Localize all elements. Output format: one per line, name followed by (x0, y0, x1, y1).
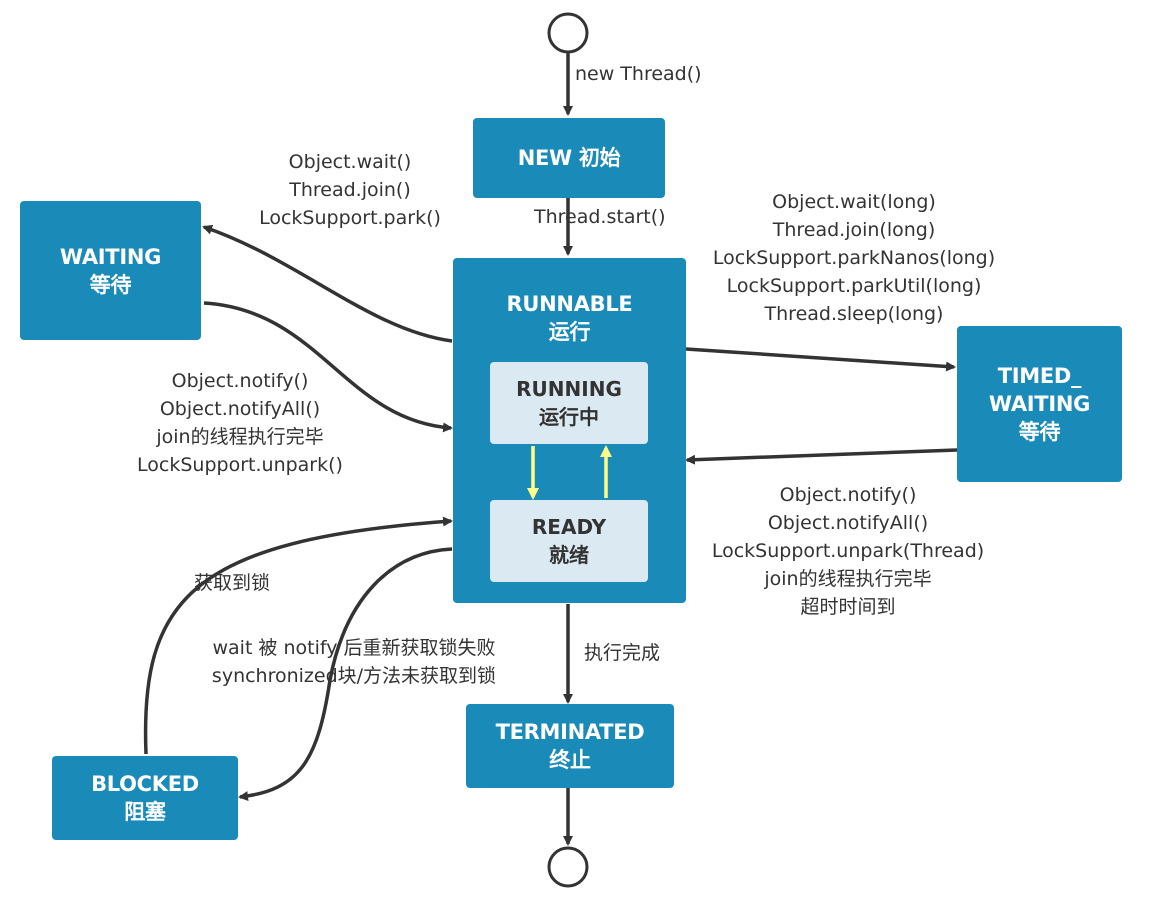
node-terminated: TERMINATED 终止 (466, 704, 674, 788)
label-from-waiting: Object.notify() Object.notifyAll() join的… (137, 370, 343, 476)
label-to-waiting: Object.wait() Thread.join() LockSupport.… (259, 151, 441, 229)
node-timed-waiting: TIMED_ WAITING 等待 (957, 326, 1122, 482)
label-to-blocked: wait 被 notify 后重新获取锁失败 synchronized块/方法未… (211, 637, 497, 687)
node-waiting: WAITING 等待 (20, 201, 201, 340)
label-from-blocked: 获取到锁 (194, 572, 271, 594)
edge-waiting-to-runnable (203, 301, 453, 433)
label-to-terminated: 执行完成 (584, 642, 661, 664)
node-ready: READY 就绪 (490, 500, 648, 582)
label-from-timed-waiting: Object.notify() Object.notifyAll() LockS… (711, 484, 985, 618)
edge-timed-waiting-to-runnable (685, 448, 958, 465)
label-thread-start: Thread.start() (534, 206, 666, 228)
label-new-thread: new Thread() (575, 63, 702, 85)
node-blocked: BLOCKED 阻塞 (52, 756, 238, 840)
node-new: NEW 初始 (473, 118, 665, 198)
node-running: RUNNING 运行中 (490, 362, 648, 444)
edge-runnable-to-timed-waiting (685, 347, 956, 372)
edge-runnable-to-blocked (238, 547, 453, 802)
edge-blocked-to-runnable (143, 516, 453, 755)
edge-runnable-to-waiting (202, 224, 453, 343)
label-to-timed-waiting: Object.wait(long) Thread.join(long) Lock… (712, 191, 996, 325)
end-circle (547, 846, 589, 888)
